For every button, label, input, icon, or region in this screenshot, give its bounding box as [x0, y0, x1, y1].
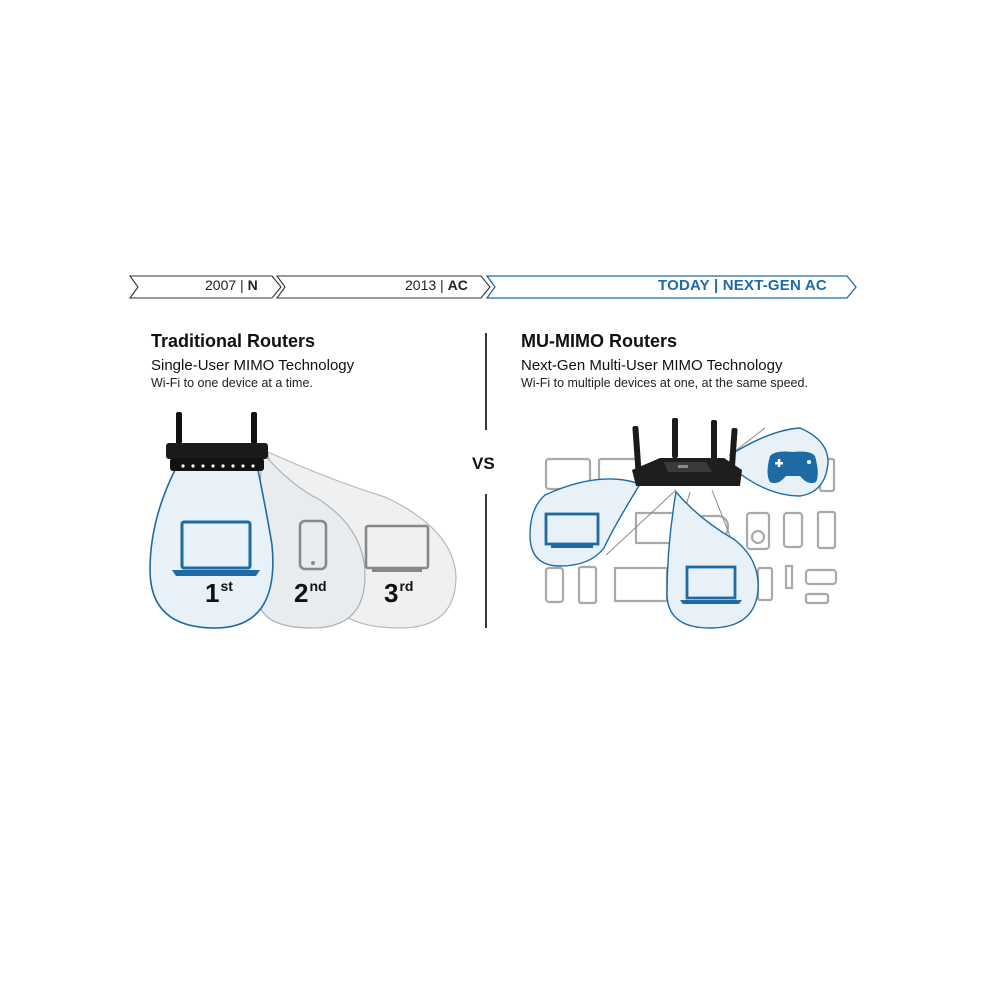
vs-label: VS — [472, 454, 495, 473]
monitor-icon — [634, 511, 676, 545]
right-subtitle: Next-Gen Multi-User MIMO Technology — [521, 357, 783, 374]
left-title: Traditional Routers — [151, 331, 316, 351]
timeline-segment-ac — [275, 275, 491, 299]
bubble-laptop[interactable] — [666, 490, 759, 629]
usb-icon — [784, 564, 794, 590]
left-subtitle: Single-User MIMO Technology — [151, 357, 355, 374]
monitor-icon — [364, 524, 430, 572]
speaker-icon — [745, 511, 771, 551]
usb-icon — [804, 592, 830, 605]
bubble-first[interactable] — [149, 469, 274, 629]
right-description: Wi-Fi to multiple devices at one, at the… — [521, 376, 808, 390]
router-icon — [166, 412, 268, 471]
timeline-segment-today — [485, 275, 857, 299]
laptop-icon — [172, 520, 260, 576]
timeline-label-n: 2007 | N — [205, 277, 258, 293]
timeline-label-today: TODAY | NEXT-GEN AC — [658, 277, 827, 294]
phone-icon — [544, 566, 565, 604]
tower-icon — [816, 510, 837, 550]
rank-third: 3rd — [384, 578, 414, 608]
timeline-segment-n — [128, 275, 282, 299]
phone-icon — [298, 519, 328, 571]
router-icon — [632, 418, 742, 486]
rank-first: 1st — [205, 578, 233, 608]
monitor-icon — [613, 566, 669, 603]
phone-icon — [782, 511, 804, 549]
right-title: MU-MIMO Routers — [521, 331, 677, 351]
tower-icon — [577, 565, 598, 605]
timeline-label-ac: 2013 | AC — [405, 277, 468, 293]
rank-second: 2nd — [294, 578, 327, 608]
media-player-icon — [756, 566, 774, 602]
media-player-icon — [804, 568, 838, 586]
monitor-icon — [544, 512, 600, 548]
gamepad-icon — [767, 451, 818, 484]
laptop-icon — [680, 565, 742, 604]
left-description: Wi-Fi to one device at a time. — [151, 376, 313, 390]
